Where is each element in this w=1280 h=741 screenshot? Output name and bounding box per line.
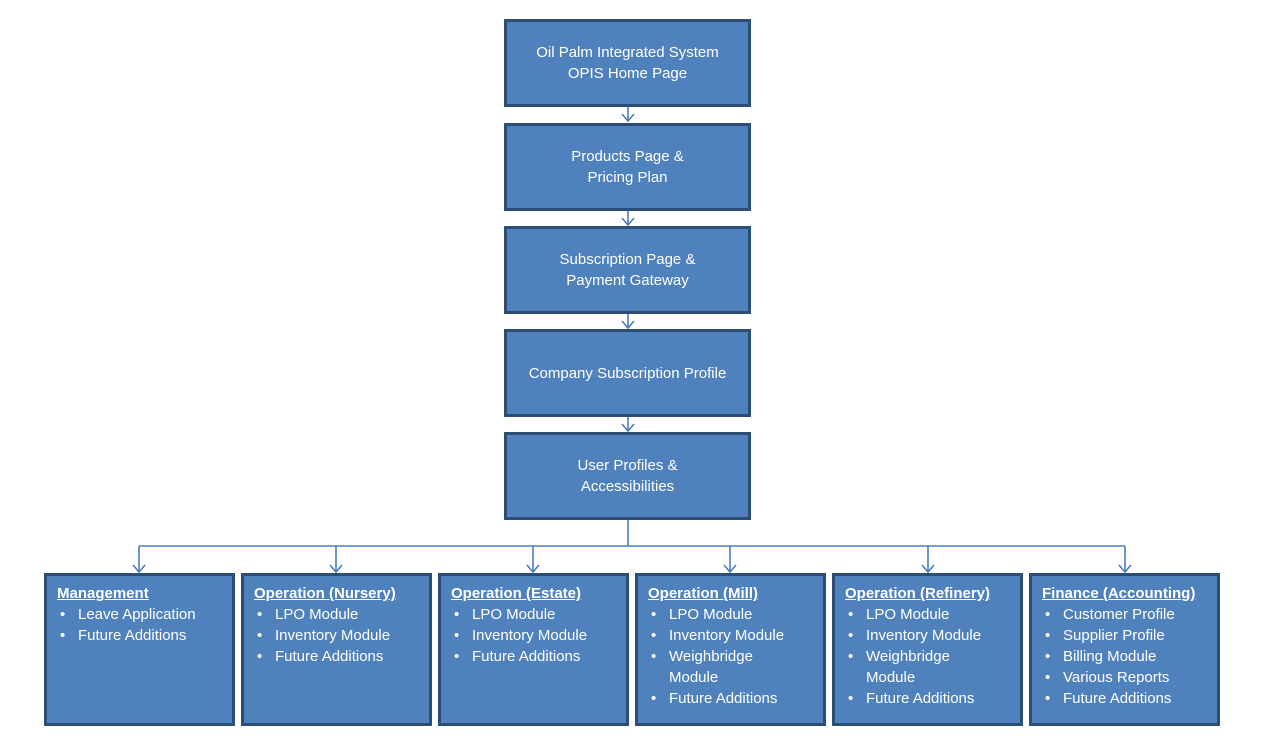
list-item: Future Additions [648,688,823,709]
module-item-list: LPO Module Inventory Module Future Addit… [254,604,429,667]
home-page-box: Oil Palm Integrated System OPIS Home Pag… [504,19,751,107]
user-profiles-line2: Accessibilities [580,478,675,495]
list-item: Weighbridge Module [648,646,765,688]
module-operation-nursery: Operation (Nursery) LPO Module Inventory… [241,573,432,726]
connector-2-3 [621,210,635,227]
module-title: Management [57,585,149,602]
products-page-line2: Pricing Plan [587,169,668,186]
connector-to-nursery [329,546,343,574]
user-profiles-line1: User Profiles & [577,457,678,474]
module-item-list: Leave Application Future Additions [57,604,232,646]
connector-to-management [132,546,146,574]
subscription-page-line1: Subscription Page & [559,251,696,268]
home-page-line2: OPIS Home Page [567,65,688,82]
list-item: Future Additions [451,646,626,667]
module-title: Operation (Estate) [451,585,582,602]
user-profiles-box: User Profiles & Accessibilities [504,432,751,520]
connector-to-mill [723,546,737,574]
list-item: LPO Module [254,604,429,625]
module-operation-refinery: Operation (Refinery) LPO Module Inventor… [832,573,1023,726]
module-title: Operation (Nursery) [254,585,396,602]
module-finance-accounting: Finance (Accounting) Customer Profile Su… [1029,573,1220,726]
connector-to-finance [1118,546,1132,574]
connector-trunk [139,520,1125,547]
list-item: LPO Module [451,604,626,625]
list-item: Future Additions [1042,688,1217,709]
home-page-line1: Oil Palm Integrated System [536,44,719,61]
module-title: Operation (Refinery) [845,585,991,602]
module-item-list: LPO Module Inventory Module Weighbridge … [845,604,1020,709]
connector-to-refinery [921,546,935,574]
list-item: Inventory Module [451,625,626,646]
list-item: Future Additions [254,646,429,667]
module-operation-mill: Operation (Mill) LPO Module Inventory Mo… [635,573,826,726]
company-profile-box: Company Subscription Profile [504,329,751,417]
company-profile-line1: Company Subscription Profile [528,364,727,382]
list-item: Future Additions [57,625,232,646]
list-item: Inventory Module [648,625,823,646]
list-item: LPO Module [845,604,1020,625]
list-item: Inventory Module [254,625,429,646]
connector-4-5 [621,416,635,433]
list-item: Leave Application [57,604,232,625]
connector-1-2 [621,106,635,123]
list-item: Customer Profile [1042,604,1217,625]
products-page-line1: Products Page & [571,148,684,165]
list-item: Billing Module [1042,646,1217,667]
connector-to-estate [526,546,540,574]
list-item: LPO Module [648,604,823,625]
list-item: Future Additions [845,688,1020,709]
products-page-box: Products Page & Pricing Plan [504,123,751,211]
connector-3-4 [621,313,635,330]
module-item-list: LPO Module Inventory Module Future Addit… [451,604,626,667]
subscription-page-line2: Payment Gateway [566,272,689,289]
module-item-list: LPO Module Inventory Module Weighbridge … [648,604,823,709]
list-item: Supplier Profile [1042,625,1217,646]
list-item: Weighbridge Module [845,646,962,688]
module-title: Finance (Accounting) [1042,585,1196,602]
module-title: Operation (Mill) [648,585,758,602]
list-item: Inventory Module [845,625,1020,646]
subscription-page-box: Subscription Page & Payment Gateway [504,226,751,314]
module-item-list: Customer Profile Supplier Profile Billin… [1042,604,1217,709]
list-item: Various Reports [1042,667,1217,688]
module-management: Management Leave Application Future Addi… [44,573,235,726]
module-operation-estate: Operation (Estate) LPO Module Inventory … [438,573,629,726]
